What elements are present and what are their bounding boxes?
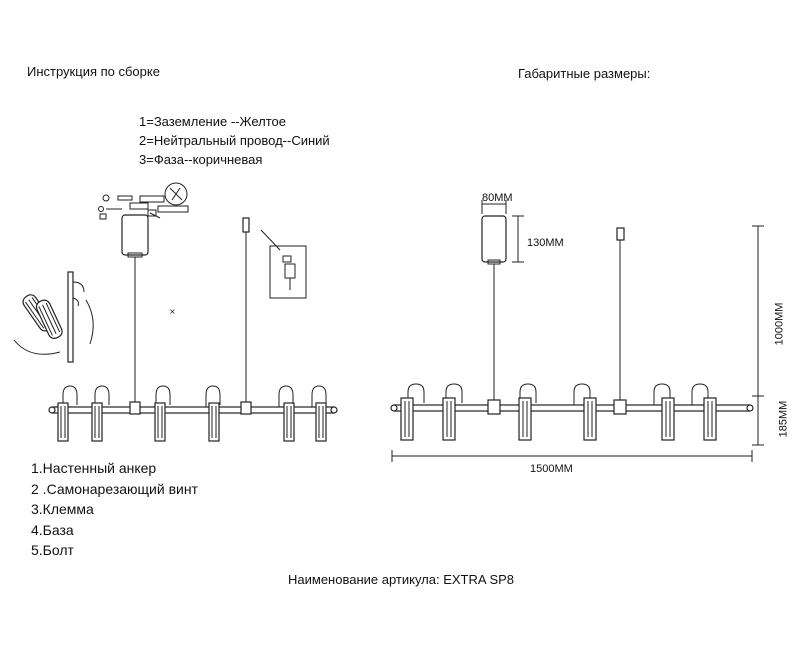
parts-item-wall-anchor: 1.Настенный анкер [31, 460, 157, 476]
wiring-legend: 1=Заземление --Желтое 2=Нейтральный пров… [139, 112, 330, 169]
wiring-item-neutral: 2=Нейтральный провод--Синий [139, 133, 330, 148]
parts-item-bolt: 5.Болт [31, 542, 74, 558]
parts-item-terminal: 3.Клемма [31, 501, 94, 517]
assembly-lamp-bar [48, 385, 338, 442]
dimensions-title: Габаритные размеры: [518, 66, 651, 81]
dim-total-length: 1500MM [530, 463, 573, 475]
terminal-detail [260, 229, 307, 299]
svg-text:×: × [169, 307, 176, 316]
wiring-item-ground: 1=Заземление --Желтое [139, 114, 286, 129]
assembly-second-suspension [242, 217, 250, 404]
article-name: Наименование артикула: EXTRA SP8 [288, 572, 515, 587]
assembly-canopy [121, 214, 149, 404]
dim-canopy-height: 130MM [527, 237, 564, 249]
dim-canopy-width: 80MM [482, 192, 513, 204]
dimension-drawing [390, 200, 764, 462]
assembly-title: Инструкция по сборке [27, 64, 160, 79]
parts-item-base: 4.База [31, 521, 74, 538]
parts-list: 1.Настенный анкер 2 .Самонарезающий винт… [31, 458, 198, 561]
wall-spotlight-detail [13, 271, 94, 363]
parts-item-screw: 2 .Самонарезающий винт [31, 480, 198, 497]
wiring-item-phase: 3=Фаза--коричневая [139, 152, 263, 167]
assembly-exploded-parts [98, 182, 189, 220]
